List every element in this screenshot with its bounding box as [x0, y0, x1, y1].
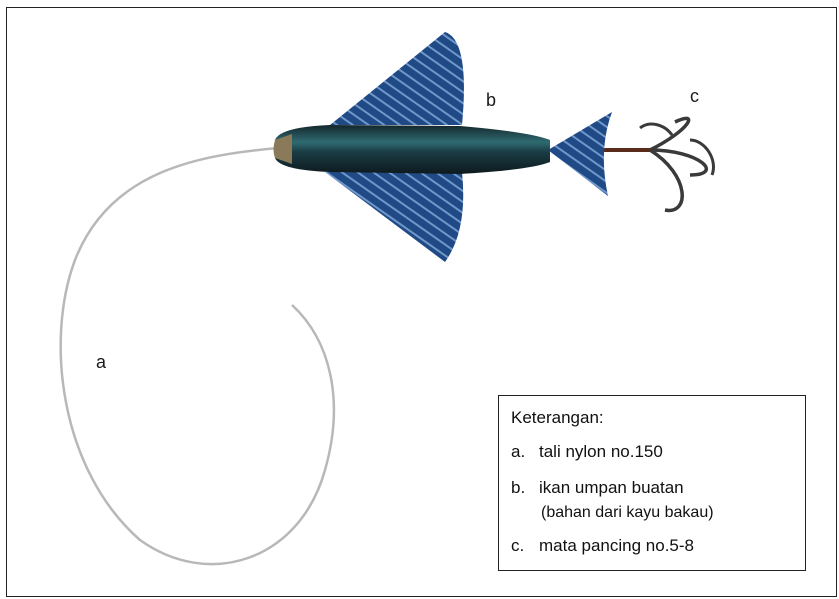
label-a: a [96, 352, 106, 373]
lure-body [275, 125, 550, 174]
label-c: c [690, 86, 699, 107]
top-fin [330, 32, 464, 125]
legend-item-b-note: (bahan dari kayu bakau) [541, 505, 714, 521]
legend-item-c: c. mata pancing no.5-8 [511, 537, 694, 554]
bottom-fin [325, 172, 463, 262]
legend-box: Keterangan: a. tali nylon no.150 b. ikan… [498, 395, 806, 571]
legend-key: a. [511, 443, 539, 460]
legend-text: tali nylon no.150 [539, 443, 663, 460]
legend-key: c. [511, 537, 539, 554]
label-b: b [486, 90, 496, 111]
legend-text: mata pancing no.5-8 [539, 537, 694, 554]
legend-key: b. [511, 479, 539, 496]
legend-item-a: a. tali nylon no.150 [511, 443, 663, 460]
legend-item-b: b. ikan umpan buatan [511, 479, 684, 496]
legend-text: ikan umpan buatan [539, 479, 684, 496]
tail-fin [548, 112, 612, 196]
legend-title: Keterangan: [511, 409, 604, 426]
